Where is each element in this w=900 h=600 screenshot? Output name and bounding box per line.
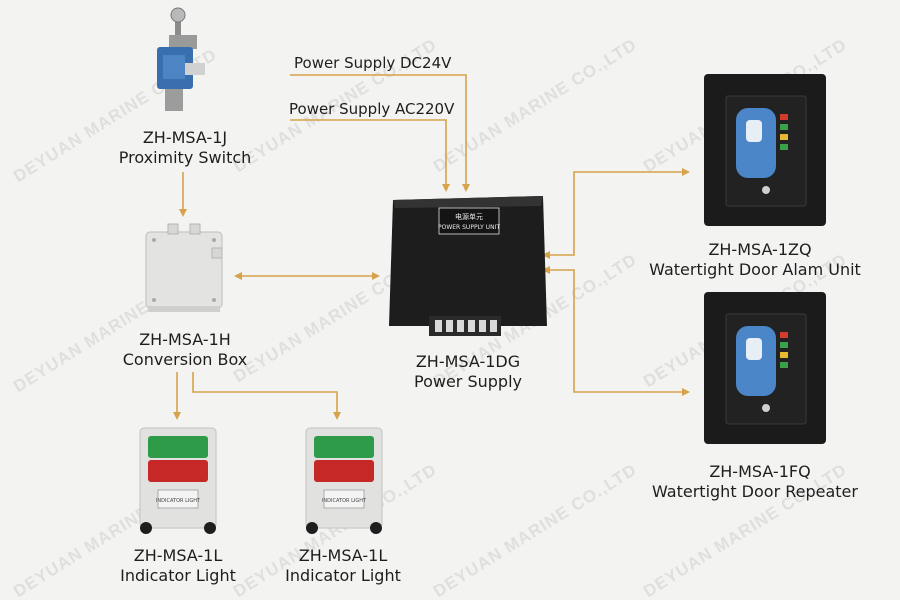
indicator-light-1-plate: INDICATOR LIGHT: [156, 498, 201, 504]
repeater-image: [704, 292, 826, 444]
proximity-switch-name: Proximity Switch: [118, 148, 252, 167]
indicator-light-2-plate: INDICATOR LIGHT: [322, 498, 367, 504]
indicator-light-2-model: ZH-MSA-1L: [298, 546, 388, 565]
alarm-unit-model: ZH-MSA-1ZQ: [708, 240, 812, 259]
powersupply-alarm-line: [542, 168, 690, 259]
alarm-unit-name: Watertight Door Alam Unit: [649, 260, 861, 279]
dc24v-line: [290, 74, 470, 192]
powersupply-repeater-line: [542, 266, 690, 396]
power-supply-panel-cn: 电源单元: [455, 212, 483, 221]
indicator-light-2-name: Indicator Light: [285, 566, 401, 585]
indicator-light-1-model: ZH-MSA-1L: [133, 546, 223, 565]
proximity-switch-model: ZH-MSA-1J: [142, 128, 228, 147]
alarm-unit-image: [704, 74, 826, 226]
proximity-switch-image: [157, 7, 205, 111]
conversion-box-name: Conversion Box: [122, 350, 248, 369]
box-to-indicator2-line: [192, 372, 341, 420]
repeater-model: ZH-MSA-1FQ: [709, 462, 811, 481]
repeater-name: Watertight Door Repeater: [652, 482, 858, 501]
ac220v-line: [290, 119, 450, 192]
ac220v-label: Power Supply AC220V: [289, 100, 455, 118]
conversion-box-image: [145, 223, 223, 312]
power-supply-name: Power Supply: [414, 372, 522, 391]
indicator-light-1-image: INDICATOR LIGHT: [139, 427, 217, 534]
dc24v-label: Power Supply DC24V: [294, 54, 452, 72]
conversion-box-model: ZH-MSA-1H: [139, 330, 231, 349]
indicator-light-2-image: INDICATOR LIGHT: [305, 427, 383, 534]
power-supply-image: 电源单元 POWER SUPPLY UNIT: [389, 196, 547, 336]
power-supply-panel-en: POWER SUPPLY UNIT: [438, 224, 500, 231]
indicator-light-1-name: Indicator Light: [120, 566, 236, 585]
power-supply-model: ZH-MSA-1DG: [415, 352, 521, 371]
